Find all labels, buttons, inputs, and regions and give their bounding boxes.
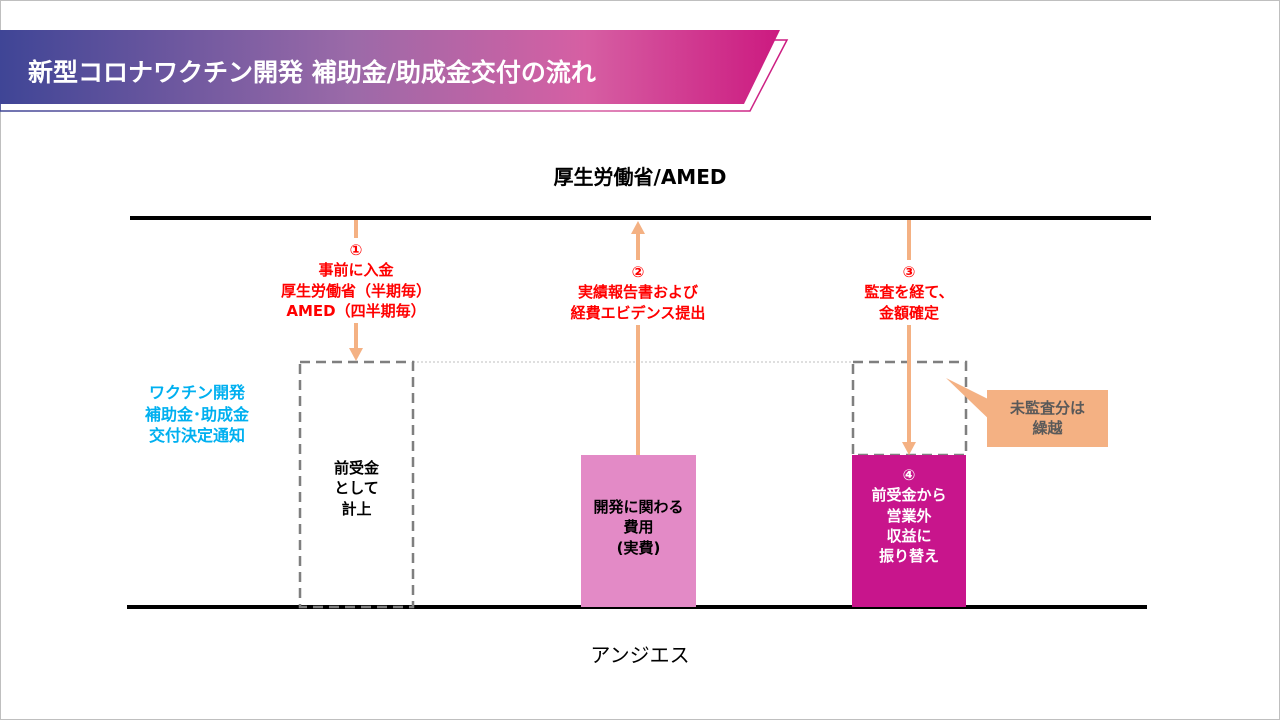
step-line: 事前に入金 (318, 261, 394, 280)
left-label: ワクチン開発 補助金･助成金 交付決定通知 (112, 382, 282, 447)
callout-tail (946, 378, 1000, 425)
box-line: 開発に関わる (593, 498, 684, 516)
advance-box (298, 360, 415, 609)
title-banner (0, 30, 780, 104)
step-line: AMED（四半期毎） (286, 301, 426, 320)
page-title: 新型コロナワクチン開発 補助金/助成金交付の流れ (28, 58, 596, 87)
bottom-party-label: アンジエス (590, 643, 690, 667)
step-line: ① (349, 241, 363, 259)
top-party-label: 厚生労働省/AMED (553, 165, 727, 189)
box-line: 前受金 (333, 459, 379, 477)
step-2-label: ② 実績報告書および 経費エビデンス提出 (548, 260, 728, 325)
callout-line: 繰越 (1032, 419, 1063, 438)
arrow-1-head (349, 348, 363, 361)
step-3-label: ③ 監査を経て、 金額確定 (839, 260, 979, 325)
step-line: 厚生労働省（半期毎） (280, 281, 431, 300)
transfer-box-label: ④ 前受金から 営業外 収益に 振り替え (852, 465, 966, 566)
box-line: ④ (902, 466, 916, 484)
left-label-line: 交付決定通知 (148, 426, 245, 446)
expense-box (581, 455, 696, 607)
box-line: 計上 (341, 499, 372, 518)
step-line: 経費エビデンス提出 (570, 303, 706, 322)
step-line: ② (631, 263, 645, 281)
advance-box-label: 前受金 として 計上 (300, 458, 413, 519)
step-1-label: ① 事前に入金 厚生労働省（半期毎） AMED（四半期毎） (256, 238, 456, 323)
box-line: 前受金から (871, 486, 947, 505)
box-line: 収益に (886, 526, 932, 545)
box-line: (実費) (616, 538, 661, 557)
left-label-line: ワクチン開発 (148, 383, 245, 402)
box-line: 振り替え (878, 547, 939, 565)
box-line: 費用 (623, 518, 654, 537)
step-line: 監査を経て、 (864, 283, 954, 302)
arrow-3-head (902, 442, 916, 455)
expense-box-label: 開発に関わる 費用 (実費) (575, 497, 702, 558)
step-line: 金額確定 (878, 303, 939, 322)
left-label-line: 補助金･助成金 (144, 404, 249, 424)
transfer-box (852, 455, 966, 607)
callout-line: 未監査分は (1009, 399, 1085, 417)
arrow-2-head (631, 221, 645, 234)
box-line: 営業外 (886, 506, 932, 525)
box-line: として (334, 479, 379, 498)
step-line: ③ (902, 263, 916, 281)
step-line: 実績報告書および (577, 283, 698, 302)
callout-box (987, 390, 1108, 447)
callout-label: 未監査分は 繰越 (987, 398, 1108, 439)
